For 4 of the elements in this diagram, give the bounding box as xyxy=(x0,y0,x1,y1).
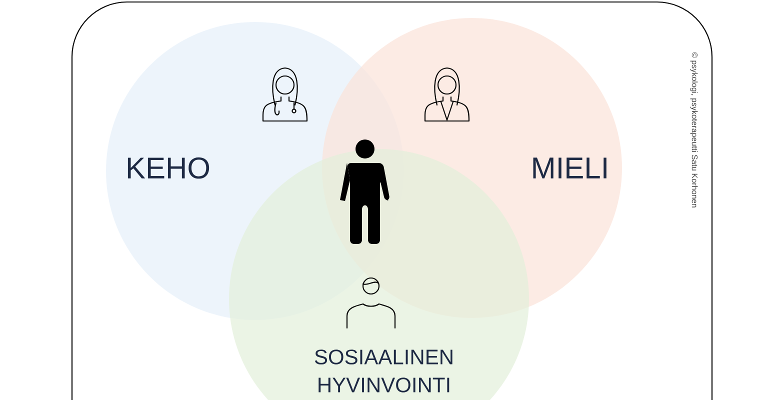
circle-label: MIELI xyxy=(533,158,606,178)
circle-label: KEHO xyxy=(128,157,210,179)
credit-text: © psykologi, psykoterapeutti Satu Korhonen xyxy=(690,52,698,208)
circle-label: SOSIAALINEN HYVINVOINTI xyxy=(314,350,452,392)
